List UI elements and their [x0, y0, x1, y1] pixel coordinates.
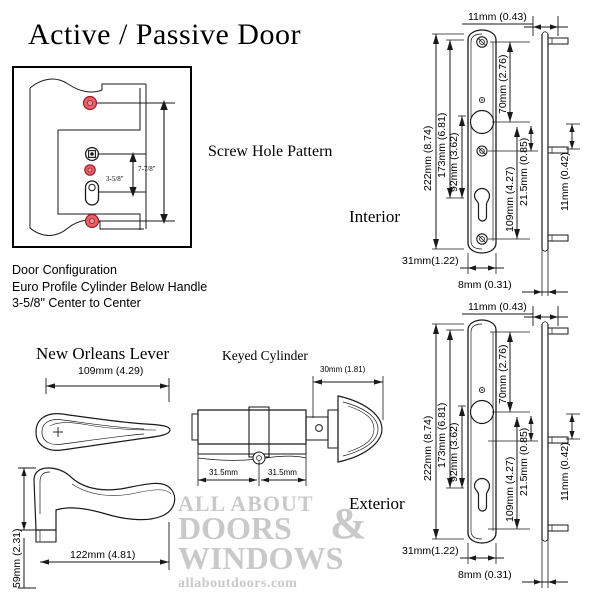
dim-109mm-exterior: 109mm (4.27): [504, 457, 516, 522]
watermark-site-url: allaboutdoors.com: [178, 575, 298, 591]
screw-hole-pattern-label: Screw Hole Pattern: [208, 143, 333, 160]
dim-31mm-exterior: 31mm(1.22): [402, 545, 459, 557]
dim-70mm-interior: 70mm (2.76): [497, 54, 509, 114]
door-configuration-notes: Door Configuration Euro Profile Cylinder…: [12, 262, 207, 312]
exterior-spindle-hole: [469, 399, 495, 425]
exterior-side-profile: [541, 321, 569, 542]
dim-30mm-cylinder: 30mm (1.81): [320, 365, 366, 374]
interior-plate-body: [467, 29, 497, 254]
interior-side-profile: [541, 31, 569, 252]
dim-92mm-exterior: 92mm (3.62): [448, 422, 460, 482]
exterior-plate-body: [467, 319, 497, 544]
door-config-line-3: 3-5/8" Center to Center: [12, 296, 141, 310]
dim-3-5-8: 3-5/8": [106, 175, 124, 183]
dim-173mm-exterior: 173mm (6.81): [436, 403, 448, 468]
keyed-cylinder-body: [191, 395, 383, 465]
interior-plate-drawing: 11mm (0.43): [402, 11, 580, 296]
new-orleans-lever-title: New Orleans Lever: [36, 344, 170, 363]
door-config-line-2: Euro Profile Cylinder Below Handle: [12, 279, 208, 294]
dim-top-width-interior: 11mm (0.43): [468, 11, 527, 23]
dim-122mm-lever: 122mm (4.81): [70, 549, 135, 561]
watermark-line-3: WINDOWS: [178, 540, 344, 577]
dim-31mm-interior: 31mm(1.22): [402, 255, 459, 267]
plate-spindle-hole: [469, 109, 495, 135]
door-config-line-1: Door Configuration: [12, 263, 117, 277]
dim-92mm-interior: 92mm (3.62): [448, 132, 460, 192]
lever-plan-view: [35, 413, 171, 451]
dim-222mm-interior: 222mm (8.74): [422, 126, 434, 191]
watermark: ALL ABOUT & DOORS WINDOWS allaboutdoors.…: [178, 491, 386, 591]
dim-21-5mm-interior: 21.5mm (0.85): [518, 138, 530, 206]
dim-11mm-right-interior: 11mm (0.42): [559, 152, 571, 211]
dim-31-5mm-left: 31.5mm: [209, 468, 238, 477]
dim-109mm-lever: 109mm (4.29): [78, 365, 143, 377]
dim-7-7-8: 7-7/8": [138, 165, 156, 173]
dim-173mm-interior: 173mm (6.81): [436, 113, 448, 178]
dim-8mm-exterior: 8mm (0.31): [458, 569, 512, 581]
screw-hole-pattern-drawing: 7-7/8" 3-5/8": [29, 78, 175, 236]
exterior-keyhole: [473, 477, 491, 512]
dim-11mm-right-exterior: 11mm (0.42): [559, 442, 571, 501]
watermark-line-1: ALL ABOUT: [178, 491, 314, 516]
interior-view-label: Interior: [349, 207, 400, 226]
exterior-view-label: Exterior: [349, 494, 405, 513]
lever-side-view: [33, 467, 176, 543]
lever-and-cylinder-drawing: 109mm (4.29) 59mm (2.31) 122mm (4.81): [11, 365, 384, 589]
dim-109mm-interior: 109mm (4.27): [504, 167, 516, 232]
dim-8mm-interior: 8mm (0.31): [458, 279, 512, 291]
dim-21-5mm-exterior: 21.5mm (0.85): [518, 428, 530, 496]
dim-222mm-exterior: 222mm (8.74): [422, 416, 434, 481]
dim-59mm-lever: 59mm (2.31): [11, 528, 23, 588]
keyed-cylinder-title: Keyed Cylinder: [222, 348, 308, 363]
watermark-line-2: DOORS: [178, 510, 292, 547]
dim-70mm-exterior: 70mm (2.76): [497, 344, 509, 404]
page-title: Active / Passive Door: [28, 18, 301, 51]
exterior-plate-drawing: 11mm (0.43) 222mm (8.74) 173mm (: [402, 301, 580, 588]
dim-top-width-exterior: 11mm (0.43): [468, 301, 527, 313]
dim-31-5mm-right: 31.5mm: [268, 468, 297, 477]
plate-keyhole: [473, 187, 491, 222]
